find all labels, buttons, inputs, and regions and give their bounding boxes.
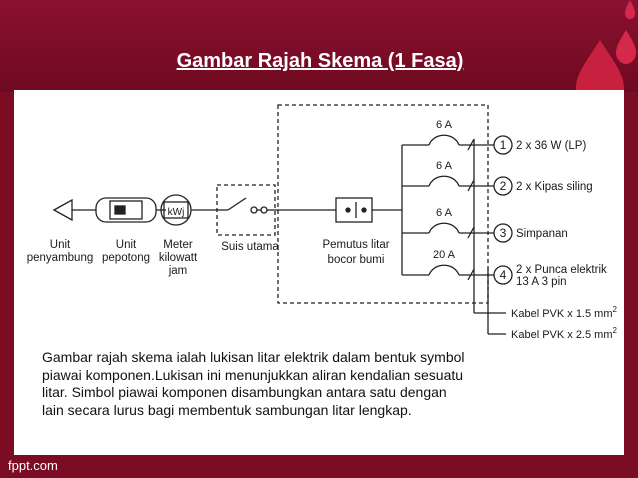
pemutus-litar-label-2: bocor bumi [328,254,385,266]
header-band [0,0,638,92]
drop-tiny-icon [625,0,635,19]
suis-utama-label: Suis utama [221,241,279,253]
circuit-3-number: 3 [500,226,507,240]
circuit-3-circle [493,223,513,243]
circuit-2-label: 2 x Kipas siling [516,181,593,193]
pemutus-litar-symbol [335,197,402,223]
fuse-3-symbol [402,222,494,234]
footer-band [0,455,638,478]
footer-brand[interactable]: fppt.com [8,458,58,473]
suis-utama-symbol [216,184,276,236]
fuse-1-label: 6 A [436,119,453,131]
fuse-1-symbol [402,134,494,146]
unit-penyambung-label-2: penyambung [27,252,94,264]
unit-pepotong-label-2: pepotong [102,252,150,264]
schematic-diagram: kWj [14,90,618,350]
fuse-4-symbol [402,264,494,276]
circuit-2-circle [493,176,513,196]
circuit-1-label: 2 x 36 W (LP) [516,140,586,152]
kwj-meter-symbol: kWj [160,194,217,226]
circuit-3-label: Simpanan [516,228,568,240]
caption-text: Gambar rajah skema ialah lukisan litar e… [42,349,465,418]
fuse-4-label: 20 A [433,249,456,261]
meter-label-2: kilowatt [159,252,198,264]
drop-small-icon [616,30,636,64]
fuse-2-label: 6 A [436,160,453,172]
circuit-4-label-line-1: 2 x Punca elektrik [516,264,607,276]
fuse-2-symbol [402,175,494,187]
unit-pepotong-symbol [95,197,166,223]
circuit-4-label-line-2: 13 A 3 pin [516,276,567,288]
circuit-1-number: 1 [500,138,507,152]
circuit-4-number: 4 [500,268,507,282]
unit-pepotong-label-1: Unit [116,239,137,251]
meter-symbol-text: kWj [168,207,185,218]
circuit-2-number: 2 [500,179,507,193]
meter-label-3: jam [168,265,188,277]
circuit-4-circle [493,265,513,285]
content-panel [14,90,624,455]
circuit-1-circle [493,135,513,155]
meter-label-1: Meter [163,239,193,251]
cable-2-label: Kabel PVK x 2.5 mm2 [511,326,618,341]
unit-penyambung-label-1: Unit [50,239,71,251]
pemutus-litar-label-1: Pemutus litar [322,239,389,251]
fuse-3-label: 6 A [436,207,453,219]
slide-title: Gambar Rajah Skema (1 Fasa) [176,50,464,72]
distribution-board-outline [275,104,489,304]
cable-1-label: Kabel PVK x 1.5 mm2 [511,305,618,320]
unit-penyambung-symbol [52,198,96,222]
